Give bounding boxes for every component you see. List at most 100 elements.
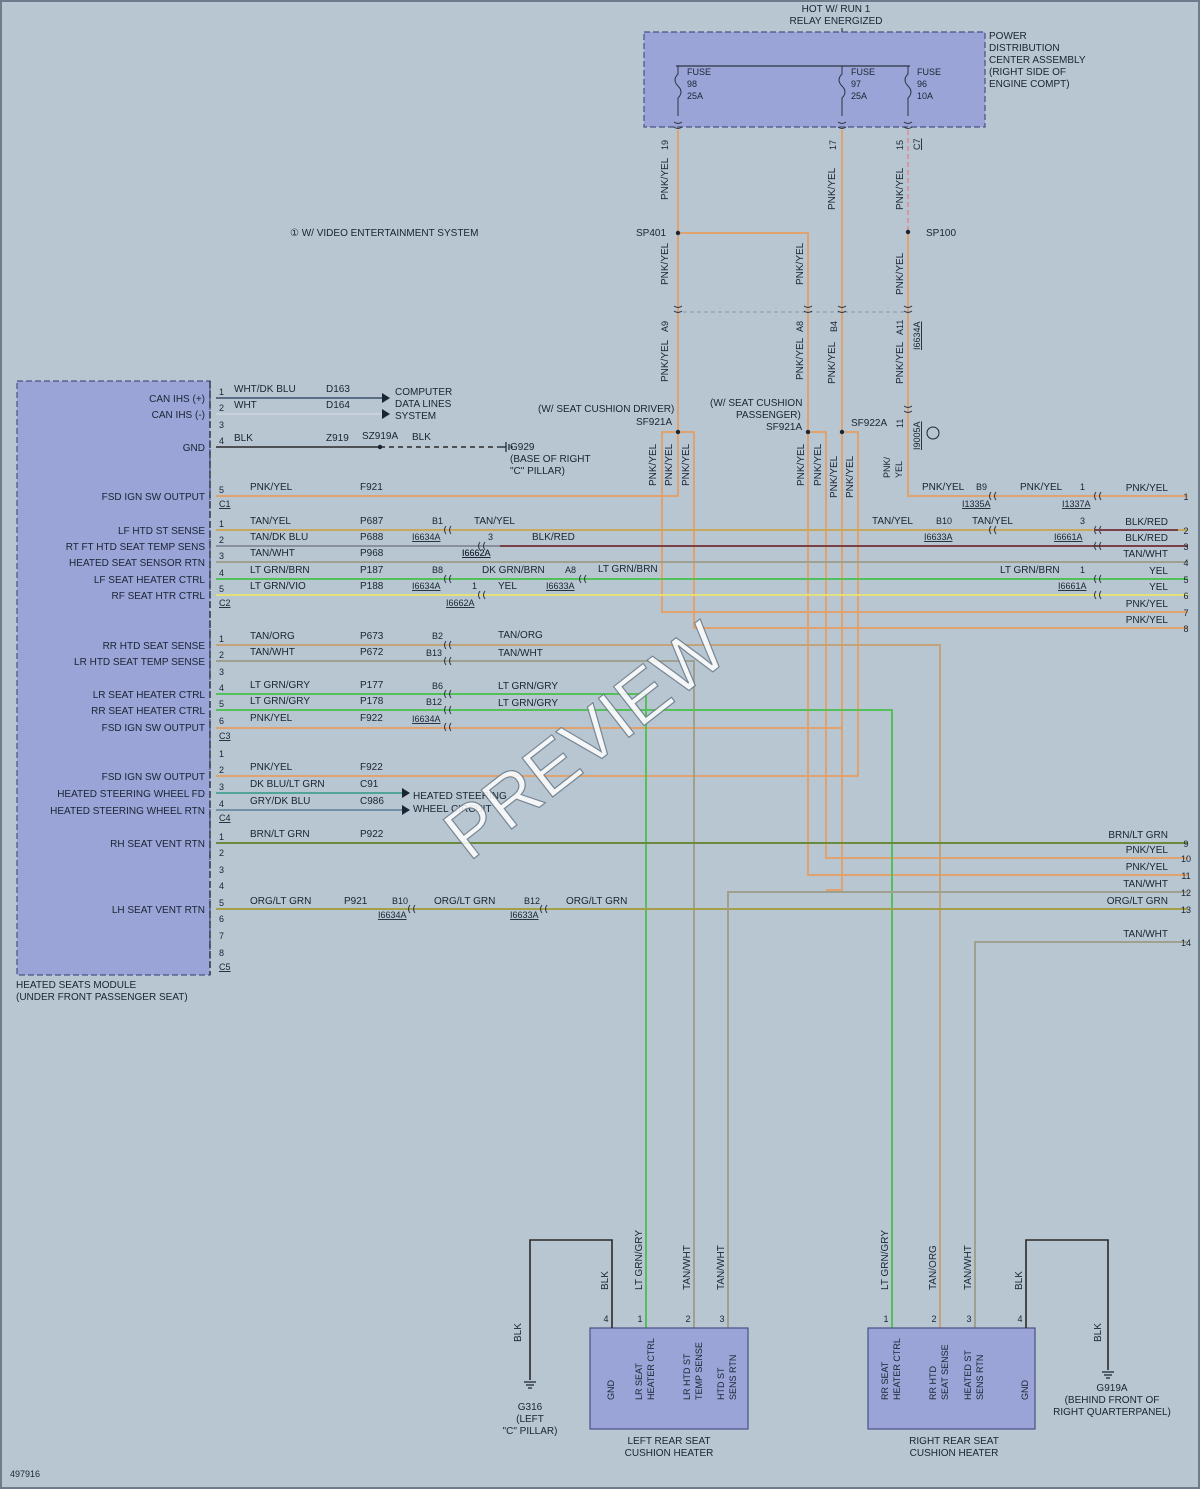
inline-connector [444,574,452,584]
wire-color: YEL [894,461,904,478]
module-pin-number: 6 [219,914,224,924]
inline-connector [408,904,416,914]
module-pin-number: 1 [219,519,224,529]
heater-wire-color: BLK [1014,1271,1025,1290]
arrow-icon [382,409,390,419]
circuit-id: P188 [360,581,384,592]
module-pin-number: 5 [219,485,224,495]
terminal-number: 2 [1183,526,1188,536]
module-pin-number: 6 [219,716,224,726]
right-rear-seat-heater [867,1327,1036,1430]
module-pin-number: 2 [219,650,224,660]
splice-sf922a [839,429,845,435]
fuse-label: FUSE [687,67,711,77]
module-pin-number: 3 [219,420,224,430]
connector-id: I6633A [510,910,539,920]
fuse-label: FUSE [917,67,941,77]
circuit-id: P921 [344,896,368,907]
wire-color: TAN/WHT [250,548,295,559]
arrow-icon [402,788,410,798]
right-heater-name: CUSHION HEATER [910,1448,999,1459]
cavity-label: B13 [426,648,442,658]
fuse-symbol [838,66,846,116]
connector-id: I6633A [924,532,953,542]
heater-wire-color: TAN/ORG [928,1245,939,1290]
ground-g316: "C" PILLAR) [503,1426,558,1437]
module-pin-number: 4 [219,436,224,446]
wire-lr-temp-sense [216,660,695,1328]
connector-id: I6634A [412,714,441,724]
circuit-id: P673 [360,631,384,642]
fuse-label: 25A [687,91,703,101]
terminal-wire-color: PNK/YEL [1126,845,1169,856]
inline-connector [444,705,452,715]
heater-pin-label: SENS RTN [728,1355,738,1400]
module-pin-number: 5 [219,699,224,709]
cavity-label: B9 [976,482,987,492]
wire-rr-htd-seat-sense [216,644,941,1328]
inline-connector [1094,590,1102,600]
heater-pin-label: HEATED ST [963,1350,973,1400]
module-pin-label: LF SEAT HEATER CTRL [94,575,206,586]
terminal-wire-color: BRN/LT GRN [1108,830,1168,841]
wire-color: PNK/YEL [895,252,906,295]
left-rear-seat-heater [589,1327,749,1430]
wire-color: GRY/DK BLU [250,796,310,807]
splice-label: SP401 [636,228,666,239]
terminal-wire-color: YEL [1149,566,1168,577]
terminal-number: 14 [1181,938,1191,948]
module-pin-number: 3 [219,865,224,875]
heater-pin-number: 1 [883,1314,888,1324]
connector-id: I6634A [412,532,441,542]
inline-connector [903,305,913,313]
connector-id: I6634A [378,910,407,920]
module-pin-number: 5 [219,584,224,594]
wire-color: PNK/YEL [827,341,838,384]
relay-title: RELAY ENERGIZED [790,16,883,27]
right-heater-name: RIGHT REAR SEAT [909,1436,999,1447]
wire-color: PNK/YEL [648,443,659,486]
cavity: B4 [829,321,839,332]
module-pin-number: 5 [219,898,224,908]
inline-connector [989,525,997,535]
heater-pin-label: HEATER CTRL [892,1338,902,1400]
wire-color: LT GRN/BRN [250,565,310,576]
wire-color: DK GRN/BRN [482,565,545,576]
cavity: A9 [660,321,670,332]
inline-connector [803,305,813,313]
wire-color: PNK/ [882,456,892,478]
data-lines-system: COMPUTER [395,387,452,398]
ground-g929: G929 [510,442,535,453]
module-pin-number: 4 [219,799,224,809]
wire-term12 [727,891,1188,1328]
wire-color: TAN/YEL [972,516,1013,527]
module-connector: C2 [219,598,231,608]
module-pin-number: 1 [219,832,224,842]
connector-id: I1335A [962,499,991,509]
cavity-label: B10 [392,896,408,906]
cavity-label: 1 [472,581,477,591]
module-pin-label: RF SEAT HTR CTRL [111,591,205,602]
wire-color: PNK/YEL [250,713,293,724]
wire-color: TAN/ORG [498,630,543,641]
connector-id: I1337A [1062,499,1091,509]
circuit-id: F921 [360,482,383,493]
heater-pin-number: 4 [603,1314,608,1324]
fuse-label: 98 [687,79,697,89]
terminal-wire-color: PNK/YEL [1126,483,1169,494]
circuit-id: F922 [360,762,383,773]
wire-color: ORG/LT GRN [434,896,495,907]
wire-color: WHT [234,400,257,411]
wire-color: PNK/YEL [827,167,838,210]
wire-color: LT GRN/VIO [250,581,306,592]
cavity: A11 [895,320,905,335]
connector-id: I6662A [446,598,475,608]
wire-color: PNK/YEL [922,482,965,493]
cavity-label: 1 [1080,565,1085,575]
wire-color: TAN/ORG [250,631,295,642]
module-pin-label: RR SEAT HEATER CTRL [91,706,205,717]
terminal-number: 9 [1183,839,1188,849]
steering-wheel-circuit: WHEEL CIRCUIT [413,804,492,815]
wire-color: PNK/YEL [250,762,293,773]
